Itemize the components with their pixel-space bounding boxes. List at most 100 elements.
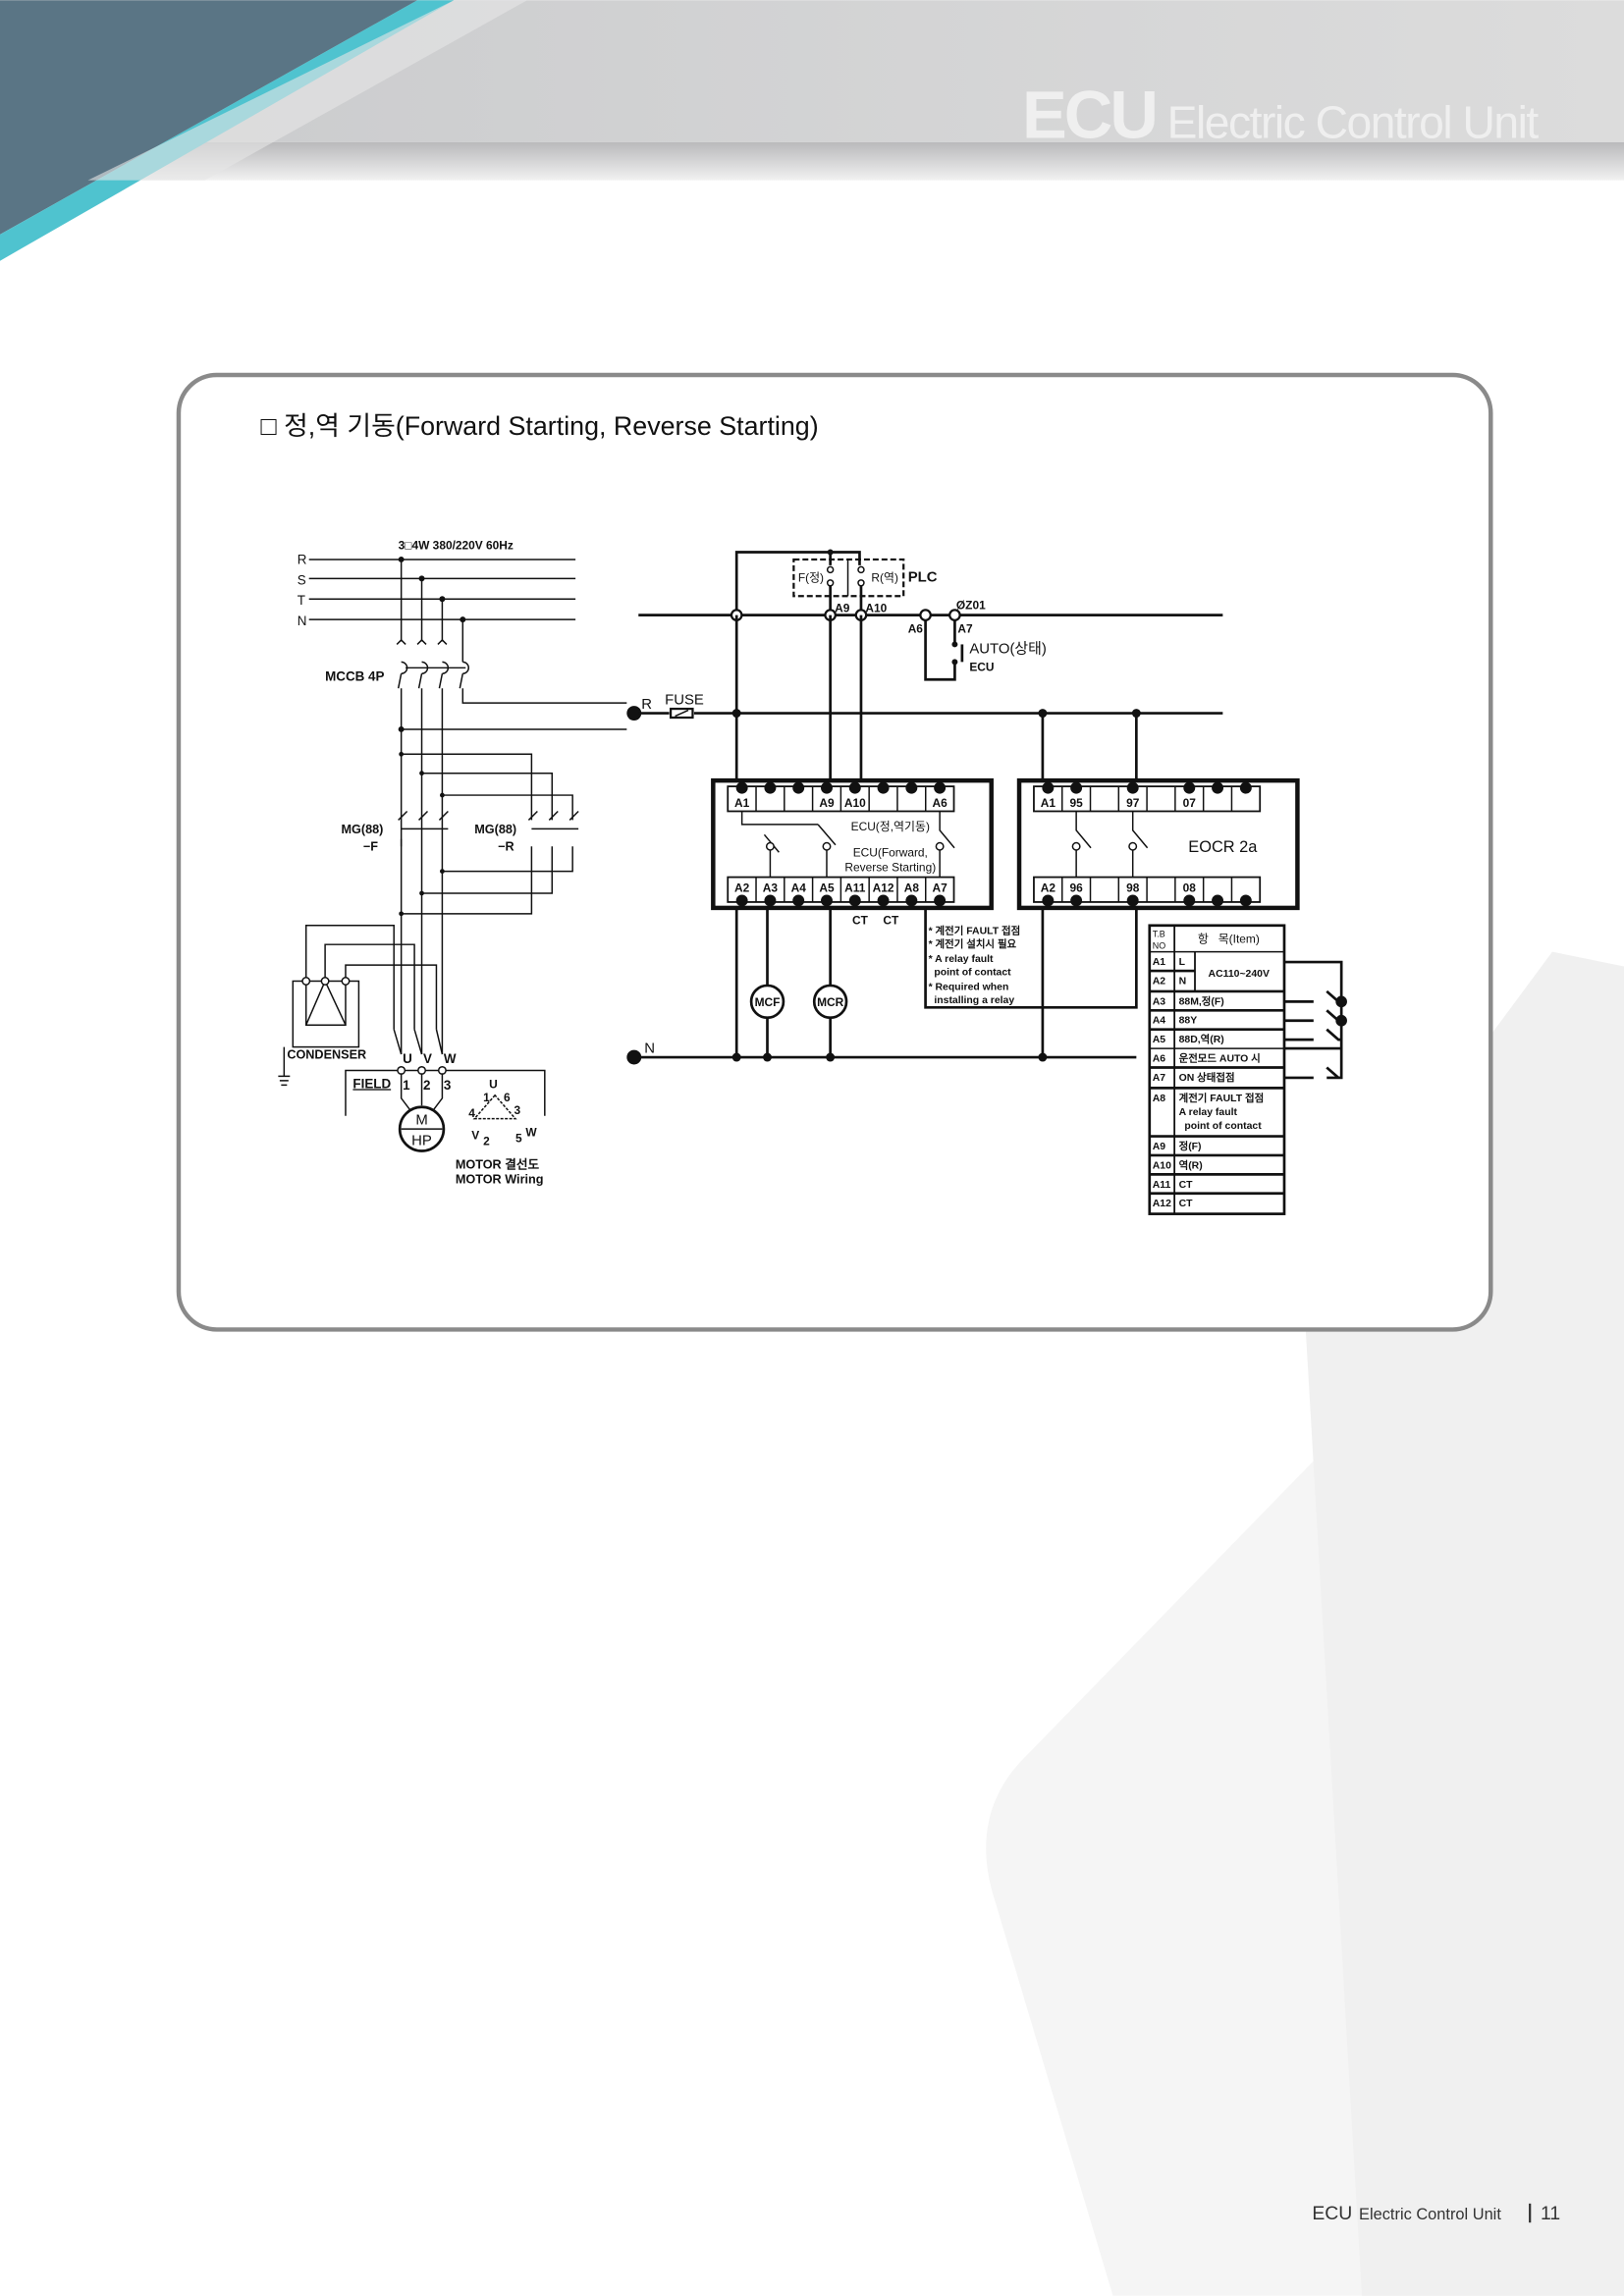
plc-a10: A10	[865, 602, 887, 615]
eocr-terminal-label: 96	[1069, 881, 1083, 894]
auto-label: AUTO(상태)	[969, 640, 1047, 657]
ct-label-1: CT	[852, 913, 869, 927]
eocr-top-terminal	[1239, 781, 1252, 794]
eocr-name: EOCR 2a	[1188, 838, 1258, 856]
delta-2: 2	[483, 1135, 490, 1148]
delta-v: V	[471, 1129, 479, 1143]
eocr-top-terminal	[1042, 781, 1055, 794]
ecu-top-terminal	[877, 781, 890, 794]
terminal-1: 1	[403, 1078, 410, 1093]
table-row-no: A1	[1153, 957, 1166, 968]
table-row-no: A6	[1153, 1054, 1166, 1065]
plc-label: PLC	[908, 569, 938, 585]
eocr-terminal-label: 08	[1183, 881, 1197, 894]
note-line: point of contact	[929, 968, 1012, 979]
delta-u: U	[489, 1077, 498, 1091]
eocr-top-terminal	[1183, 781, 1196, 794]
eocr-terminal-label: A2	[1041, 881, 1056, 894]
ecu-terminal-label: A8	[904, 881, 920, 894]
terminal-2: 2	[423, 1078, 430, 1093]
header-logo-big: ECU	[1022, 77, 1156, 152]
eocr-bottom-terminal	[1126, 894, 1139, 907]
ecu-top-terminal	[764, 781, 777, 794]
note-line: * A relay fault	[929, 954, 994, 965]
eocr-body	[1016, 777, 1300, 911]
eocr-bottom-terminal	[1070, 894, 1083, 907]
ecu-terminal-label: A10	[844, 796, 866, 810]
ecu-terminal-label: A11	[844, 881, 866, 894]
footer-brand: ECU	[1312, 2203, 1352, 2224]
eocr-terminal-label: 97	[1126, 796, 1140, 810]
table-row-item: 정(F)	[1179, 1140, 1202, 1152]
motor-symbol: M HP	[398, 1105, 446, 1152]
ecu-terminal-label: A3	[763, 881, 779, 894]
table-row-no: A4	[1153, 1016, 1166, 1027]
field-label: FIELD	[352, 1076, 391, 1091]
ecu-top-terminal	[735, 781, 748, 794]
note-line: * 계전기 FAULT 접점	[929, 925, 1021, 937]
terminal-u-label: U	[403, 1051, 412, 1066]
eocr-bottom-terminal	[1042, 894, 1055, 907]
control-circuit: F(정) R(역) PLC A9 A10 A6 A7 ØZ01 AUTO(상태)…	[626, 549, 1347, 1215]
oz01-label: ØZ01	[956, 599, 986, 613]
ecu-terminal-label: A7	[933, 881, 948, 894]
motor-wiring-en: MOTOR Wiring	[456, 1172, 544, 1186]
ecu-bottom-terminal	[848, 894, 861, 907]
delta-3: 3	[514, 1103, 520, 1117]
plc-a6: A6	[908, 622, 924, 636]
table-row-item: 88M,정(F)	[1179, 994, 1224, 1007]
mcr-coil	[812, 984, 848, 1020]
phase-r-label: R	[298, 552, 307, 566]
page-footer: ECU Electric Control Unit 11	[1312, 2203, 1560, 2224]
delta-4: 4	[468, 1106, 475, 1120]
motor-hp: HP	[411, 1134, 432, 1149]
delta-w: W	[525, 1126, 537, 1140]
terminal-w-label: W	[444, 1051, 457, 1066]
plc-f-label: F(정)	[798, 570, 824, 584]
table-row-no: A2	[1153, 976, 1166, 987]
ecu-top-terminal	[934, 781, 947, 794]
table-row-no: A8	[1153, 1094, 1166, 1104]
ecu-top-terminal	[905, 781, 918, 794]
mcf-coil	[749, 984, 785, 1020]
mg-r-suffix: −R	[498, 840, 514, 854]
motor-delta-wiring: U 1 6 4 3 V 2 5 W	[468, 1077, 537, 1148]
table-contacts	[1283, 960, 1347, 1080]
relay-note: * 계전기 FAULT 접점 * 계전기 설치시 필요 * A relay fa…	[929, 925, 1021, 1006]
table-head-no: NO	[1153, 941, 1165, 951]
terminal-v-label: V	[423, 1051, 432, 1066]
section-title: □ 정,역 기동(Forward Starting, Reverse Start…	[260, 411, 818, 441]
ecu-top-terminal	[821, 781, 833, 794]
ecu-top-terminal	[792, 781, 805, 794]
note-line: * Required when	[929, 982, 1009, 992]
eocr-bottom-terminal	[1239, 894, 1252, 907]
table-row-item: 88D,역(R)	[1179, 1033, 1224, 1045]
motor-wiring-ko: MOTOR 결선도	[456, 1156, 540, 1171]
ecu-terminal-label: A2	[734, 881, 750, 894]
delta-5: 5	[515, 1132, 522, 1146]
mcf-label: MCF	[755, 995, 781, 1009]
mcr-label: MCR	[817, 995, 844, 1009]
r-label: R	[641, 697, 652, 713]
ecu-bottom-terminal	[764, 894, 777, 907]
ecu-terminal-label: A9	[819, 796, 835, 810]
ecu-bottom-terminal	[792, 894, 805, 907]
mg-f-suffix: −F	[363, 840, 378, 854]
phase-s-label: S	[298, 572, 306, 587]
eocr-bottom-terminal	[1212, 894, 1224, 907]
auto-ecu-label: ECU	[969, 660, 994, 673]
table-row-item: L	[1179, 957, 1186, 968]
